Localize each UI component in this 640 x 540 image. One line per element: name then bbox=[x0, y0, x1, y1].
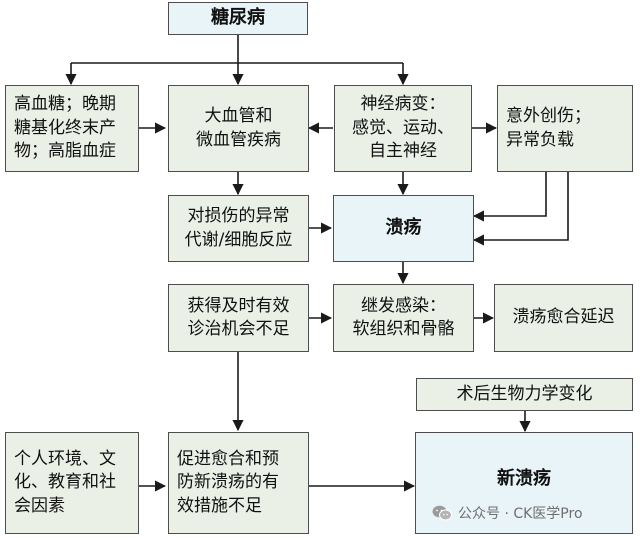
node-personal-factors-label: 个人环境、文 化、教育和社 会因素 bbox=[14, 448, 116, 516]
node-hyperglycemia: 高血糖；晚期 糖基化终末产 物；高脂血症 bbox=[5, 85, 139, 172]
node-trauma-label: 意外创伤； 异常负载 bbox=[506, 106, 591, 150]
node-abnormal-metabolism-label: 对损伤的异常 代谢/细胞反应 bbox=[184, 206, 293, 250]
node-vascular: 大血管和 微血管疾病 bbox=[168, 85, 309, 172]
node-hyperglycemia-label: 高血糖；晚期 糖基化终末产 物；高脂血症 bbox=[14, 94, 116, 162]
node-infection: 继发感染： 软组织和骨骼 bbox=[333, 284, 474, 352]
node-insufficient-measures-label: 促进愈合和预 防新溃疡的有 效措施不足 bbox=[177, 448, 279, 516]
node-delayed-healing-label: 溃疡愈合延迟 bbox=[512, 307, 615, 328]
node-ulcer-label: 溃疡 bbox=[385, 217, 422, 239]
node-ulcer: 溃疡 bbox=[333, 195, 474, 262]
arrow-trauma-ulcer-2 bbox=[472, 172, 569, 246]
node-neuropathy-label: 神经病变： 感觉、运动、 自主神经 bbox=[352, 94, 454, 162]
node-insufficient-measures: 促进愈合和预 防新溃疡的有 效措施不足 bbox=[168, 432, 309, 534]
node-postop-biomech: 术后生物力学变化 bbox=[416, 378, 633, 411]
node-vascular-label: 大血管和 微血管疾病 bbox=[196, 106, 281, 150]
node-infection-label: 继发感染： 软组织和骨骼 bbox=[352, 295, 455, 339]
node-personal-factors: 个人环境、文 化、教育和社 会因素 bbox=[5, 432, 139, 534]
node-diabetes: 糖尿病 bbox=[168, 2, 308, 35]
node-insufficient-treatment-label: 获得及时有效 诊治机会不足 bbox=[187, 295, 290, 339]
node-postop-biomech-label: 术后生物力学变化 bbox=[456, 383, 593, 404]
node-abnormal-metabolism: 对损伤的异常 代谢/细胞反应 bbox=[168, 195, 309, 262]
node-trauma: 意外创伤； 异常负载 bbox=[497, 85, 633, 172]
watermark: 公众号 · CK医学Pro bbox=[432, 503, 583, 523]
arrow-trauma-ulcer-1 bbox=[472, 172, 547, 222]
watermark-text: 公众号 · CK医学Pro bbox=[458, 506, 583, 522]
wechat-icon bbox=[432, 505, 452, 521]
node-delayed-healing: 溃疡愈合延迟 bbox=[494, 284, 633, 352]
node-diabetes-label: 糖尿病 bbox=[211, 7, 265, 29]
node-new-ulcer-label: 新溃疡 bbox=[497, 468, 551, 489]
node-neuropathy: 神经病变： 感觉、运动、 自主神经 bbox=[334, 85, 472, 172]
node-insufficient-treatment: 获得及时有效 诊治机会不足 bbox=[168, 284, 309, 352]
